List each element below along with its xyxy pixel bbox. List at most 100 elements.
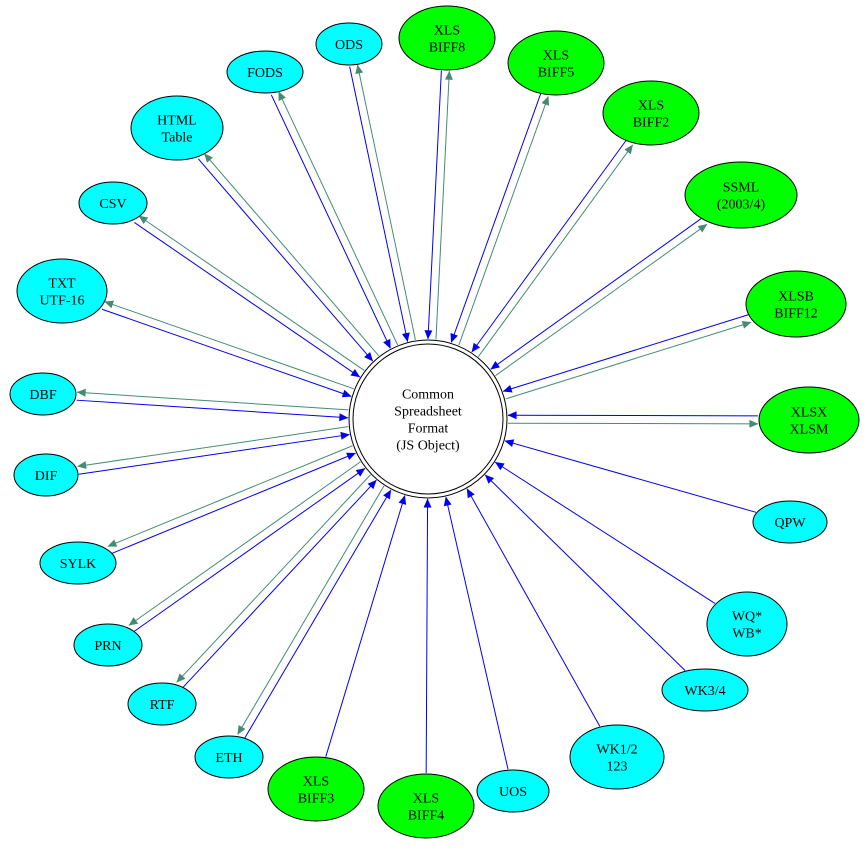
edge-read-xls-biff5 bbox=[450, 93, 542, 343]
node-dif: DIF bbox=[13, 453, 79, 497]
edge-read-wk1-2-123 bbox=[466, 488, 601, 727]
node-csv: CSV bbox=[78, 181, 148, 225]
edge-write-txt-utf16 bbox=[104, 300, 354, 390]
edge-write-xlsb-biff12 bbox=[505, 321, 752, 400]
node-csv-label: CSV bbox=[99, 197, 126, 212]
edge-read-ods bbox=[349, 66, 410, 342]
node-prn: PRN bbox=[73, 623, 143, 667]
node-xls-biff4-shape bbox=[377, 773, 475, 839]
edge-read-rtf bbox=[182, 479, 377, 689]
edge-write-xls-biff5 bbox=[458, 95, 550, 346]
node-wk1-2-123-shape bbox=[569, 724, 665, 790]
edge-read-html-table bbox=[197, 158, 374, 362]
edge-write-sylk bbox=[107, 445, 353, 547]
edge-read-wq-wb bbox=[494, 461, 716, 604]
node-uos-label: UOS bbox=[499, 785, 527, 800]
node-eth: ETH bbox=[194, 735, 264, 779]
edge-write-eth bbox=[237, 485, 385, 735]
node-rtf-shape bbox=[127, 682, 197, 726]
node-qpw-label: QPW bbox=[774, 516, 806, 531]
edge-write-xls-biff8 bbox=[435, 70, 453, 340]
edge-read-csv bbox=[134, 222, 361, 378]
node-uos: UOS bbox=[476, 769, 550, 813]
node-ods: ODS bbox=[315, 22, 383, 66]
node-prn-shape bbox=[73, 623, 143, 667]
edge-write-prn bbox=[128, 461, 361, 626]
node-dif-shape bbox=[13, 453, 79, 497]
node-dbf-shape bbox=[9, 372, 77, 416]
edge-write-xlsx-xlsm bbox=[507, 419, 759, 428]
node-ssml-2003-4-label: SSML(2003/4) bbox=[717, 181, 766, 213]
node-sylk-shape bbox=[39, 541, 117, 585]
edge-write-csv bbox=[138, 215, 365, 371]
node-wk3-4: WK3/4 bbox=[661, 668, 749, 712]
node-eth-shape bbox=[194, 735, 264, 779]
node-wq-wb-shape bbox=[706, 591, 788, 657]
edge-layer bbox=[76, 64, 759, 774]
node-ssml-2003-4-shape bbox=[684, 161, 798, 229]
edge-read-xlsx-xlsm bbox=[507, 411, 759, 420]
node-xlsx-xlsm-shape bbox=[758, 386, 860, 454]
node-wk3-4-label: WK3/4 bbox=[684, 684, 725, 699]
node-xls-biff8-shape bbox=[398, 5, 496, 71]
edge-write-dbf bbox=[76, 388, 349, 411]
edge-read-xls-biff4 bbox=[423, 498, 432, 774]
node-csv-shape bbox=[78, 181, 148, 225]
node-xls-biff2-shape bbox=[602, 80, 700, 146]
node-qpw: QPW bbox=[752, 500, 828, 544]
edge-read-xlsb-biff12 bbox=[502, 314, 749, 393]
node-wq-wb: WQ*WB* bbox=[706, 591, 788, 657]
node-sylk: SYLK bbox=[39, 541, 117, 585]
edge-write-xls-biff2 bbox=[477, 144, 634, 357]
edge-read-xls-biff3 bbox=[325, 495, 407, 757]
edge-read-eth bbox=[244, 489, 392, 739]
node-ssml-2003-4: SSML(2003/4) bbox=[684, 161, 798, 229]
node-fods-label: FODS bbox=[247, 66, 283, 81]
node-xls-biff5-shape bbox=[507, 30, 605, 96]
edge-read-uos bbox=[443, 496, 509, 770]
node-html-table-shape bbox=[130, 95, 224, 161]
edge-write-ssml-2003-4 bbox=[495, 223, 708, 377]
node-fods: FODS bbox=[226, 50, 304, 94]
edge-read-fods bbox=[270, 94, 391, 349]
edge-read-dif bbox=[78, 431, 350, 475]
edge-write-html-table bbox=[203, 153, 380, 357]
node-rtf-label: RTF bbox=[150, 698, 175, 713]
node-txt-utf16-shape bbox=[16, 258, 108, 324]
edge-read-wk3-4 bbox=[484, 474, 686, 671]
node-qpw-shape bbox=[752, 500, 828, 544]
node-wk3-4-shape bbox=[661, 668, 749, 712]
node-sylk-label: SYLK bbox=[60, 557, 97, 572]
node-dif-label: DIF bbox=[35, 469, 58, 484]
edge-read-sylk bbox=[110, 452, 356, 555]
node-dbf: DBF bbox=[9, 372, 77, 416]
edge-write-dif bbox=[77, 426, 349, 469]
edge-read-ssml-2003-4 bbox=[490, 217, 703, 370]
edge-read-qpw bbox=[504, 439, 757, 513]
edge-read-xls-biff2 bbox=[471, 139, 627, 353]
edge-read-xls-biff8 bbox=[424, 70, 442, 340]
node-wq-wb-label: WQ*WB* bbox=[732, 610, 762, 642]
node-eth-label: ETH bbox=[215, 751, 242, 766]
node-xls-biff3-shape bbox=[267, 756, 365, 822]
